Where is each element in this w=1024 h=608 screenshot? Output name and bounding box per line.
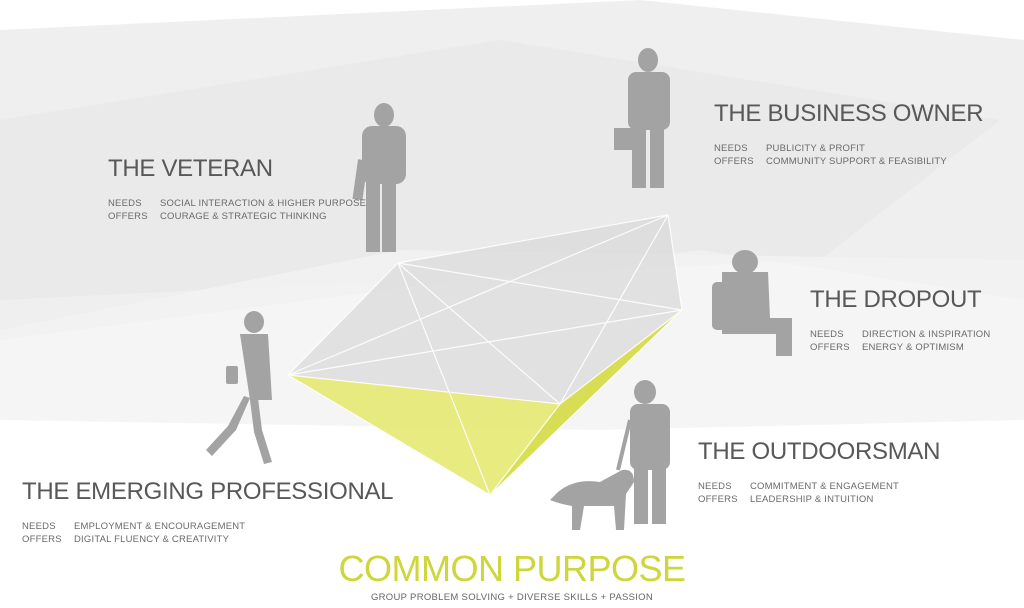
offers-value: COMMUNITY SUPPORT & FEASIBILITY <box>766 156 947 167</box>
needs-value: EMPLOYMENT & ENCOURAGEMENT <box>74 521 246 532</box>
common-purpose-title: COMMON PURPOSE <box>338 548 686 589</box>
persona-title: THE OUTDOORSMAN <box>698 438 941 465</box>
persona-title: THE VETERAN <box>108 155 273 182</box>
offers-row: OFFERS LEADERSHIP & INTUITION <box>698 493 940 506</box>
offers-row: OFFERS COURAGE & STRATEGIC THINKING <box>108 210 366 223</box>
needs-row: NEEDS DIRECTION & INSPIRATION <box>810 328 990 341</box>
offers-row: OFFERS DIGITAL FLUENCY & CREATIVITY <box>22 533 393 546</box>
offers-label: OFFERS <box>698 494 738 505</box>
needs-value: SOCIAL INTERACTION & HIGHER PURPOSE <box>160 198 367 209</box>
needs-row: NEEDS EMPLOYMENT & ENCOURAGEMENT <box>22 520 393 533</box>
dog-figure <box>550 469 634 530</box>
offers-label: OFFERS <box>810 342 850 353</box>
needs-value: DIRECTION & INSPIRATION <box>862 329 991 340</box>
persona-outdoorsman: THE OUTDOORSMAN NEEDS COMMITMENT & ENGAGE… <box>698 438 940 506</box>
needs-row: NEEDS PUBLICITY & PROFIT <box>714 142 983 155</box>
business-owner-figure <box>614 48 670 188</box>
prism-yellow-face <box>288 375 560 495</box>
offers-label: OFFERS <box>714 156 754 167</box>
offers-value: LEADERSHIP & INTUITION <box>750 494 874 505</box>
offers-label: OFFERS <box>108 211 148 222</box>
offers-value: DIGITAL FLUENCY & CREATIVITY <box>74 534 230 545</box>
common-purpose-subtitle: GROUP PROBLEM SOLVING + DIVERSE SKILLS +… <box>370 592 654 603</box>
emerging-professional-figure <box>206 311 272 464</box>
mid-plane <box>0 40 1000 300</box>
needs-value: COMMITMENT & ENGAGEMENT <box>750 481 900 492</box>
persona-title: THE EMERGING PROFESSIONAL <box>22 478 394 505</box>
persona-emerging-professional: THE EMERGING PROFESSIONAL NEEDS EMPLOYMEN… <box>22 478 394 546</box>
persona-title: THE BUSINESS OWNER <box>714 100 984 127</box>
offers-value: ENERGY & OPTIMISM <box>862 342 964 353</box>
needs-row: NEEDS COMMITMENT & ENGAGEMENT <box>698 480 940 493</box>
offers-value: COURAGE & STRATEGIC THINKING <box>160 211 327 222</box>
veteran-figure <box>352 103 406 252</box>
persona-veteran: THE VETERAN NEEDS SOCIAL INTERACTION & HI… <box>108 155 366 223</box>
needs-value: PUBLICITY & PROFIT <box>766 143 865 154</box>
offers-row: OFFERS ENERGY & OPTIMISM <box>810 341 990 354</box>
needs-label: NEEDS <box>22 521 56 532</box>
dropout-figure <box>712 250 792 356</box>
needs-label: NEEDS <box>714 143 748 154</box>
persona-title: THE DROPOUT <box>810 286 982 313</box>
offers-label: OFFERS <box>22 534 62 545</box>
needs-label: NEEDS <box>698 481 732 492</box>
persona-business-owner: THE BUSINESS OWNER NEEDS PUBLICITY & PROF… <box>714 100 984 168</box>
persona-dropout: THE DROPOUT NEEDS DIRECTION & INSPIRATION… <box>810 286 990 354</box>
needs-label: NEEDS <box>108 198 142 209</box>
common-purpose-prism <box>287 214 683 496</box>
needs-row: NEEDS SOCIAL INTERACTION & HIGHER PURPOSE <box>108 197 366 210</box>
needs-label: NEEDS <box>810 329 844 340</box>
outdoorsman-figure <box>616 380 670 524</box>
offers-row: OFFERS COMMUNITY SUPPORT & FEASIBILITY <box>714 155 983 168</box>
